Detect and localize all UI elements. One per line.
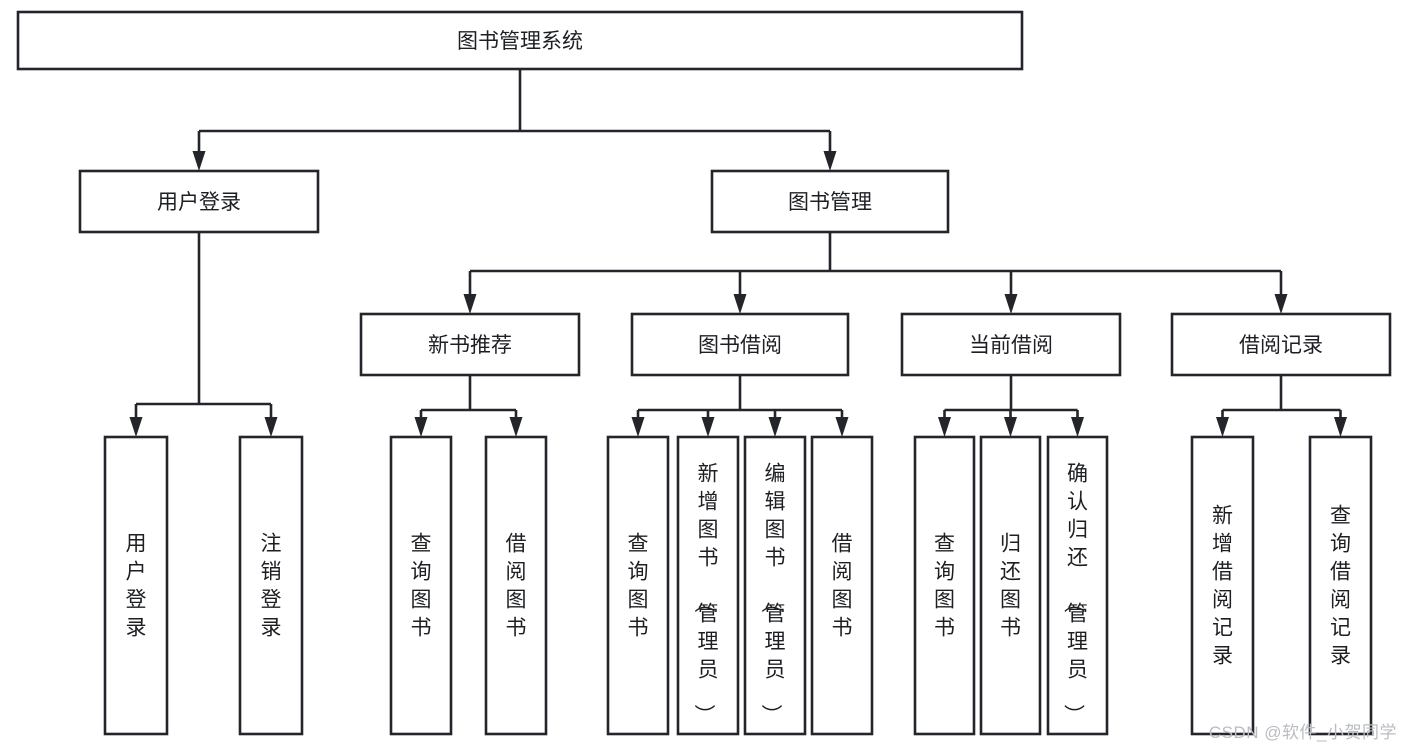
watermark-label: CSDN @软件_小贺同学	[1208, 723, 1397, 742]
node-leaf-query-book-3[interactable]: 查询图书	[913, 435, 976, 736]
node-leaf-query-book-2[interactable]: 查询图书	[606, 435, 670, 736]
node-leaf-add-book[interactable]: 新增图书（管理员）	[676, 435, 740, 736]
arrow-head-icon	[264, 417, 278, 437]
node-box[interactable]	[16, 10, 1024, 71]
node-leaf-confirm-return[interactable]: 确认归还（管理员）	[1046, 435, 1109, 736]
node-box[interactable]	[743, 435, 807, 736]
arrow-head-icon	[938, 417, 951, 437]
connector-group-root	[192, 69, 837, 171]
node-label: 查询图书	[934, 532, 955, 639]
node-leaf-user-login[interactable]: 用户登录	[103, 435, 169, 736]
node-box[interactable]	[1308, 435, 1373, 736]
connector-group-user-login	[129, 232, 278, 437]
arrow-head-icon	[192, 151, 206, 171]
node-leaf-borrow-book-2[interactable]: 借阅图书	[810, 435, 874, 736]
node-label: 查询借阅记录	[1330, 504, 1351, 667]
arrow-head-icon	[835, 417, 849, 437]
arrow-head-icon	[701, 417, 715, 437]
connector-group-book-manage	[463, 232, 1288, 314]
node-label: 借阅图书	[506, 532, 527, 639]
arrow-head-icon	[1334, 417, 1347, 437]
node-box[interactable]	[630, 312, 850, 377]
node-box[interactable]	[1170, 312, 1392, 377]
node-label: 用户登录	[126, 532, 147, 639]
node-label: 图书管理系统	[457, 30, 583, 53]
node-box[interactable]	[913, 435, 976, 736]
arrow-head-icon	[463, 294, 477, 314]
node-label: 用户登录	[157, 191, 241, 214]
node-label: 确认归还（管理员）	[1062, 462, 1088, 725]
arrow-head-icon	[1216, 417, 1229, 437]
node-new-book-rec[interactable]: 新书推荐	[359, 312, 581, 377]
node-label: 图书借阅	[698, 334, 782, 357]
node-label: 查询图书	[628, 532, 649, 639]
arrow-head-icon	[1004, 417, 1017, 437]
node-label: 新增借阅记录	[1212, 504, 1233, 667]
node-leaf-user-logout[interactable]: 注销登录	[238, 435, 304, 736]
connector-layer	[129, 69, 1347, 437]
node-current-borrow[interactable]: 当前借阅	[900, 312, 1122, 377]
arrow-head-icon	[414, 417, 428, 437]
arrow-head-icon	[733, 294, 747, 314]
node-layer: 图书管理系统用户登录图书管理新书推荐图书借阅当前借阅借阅记录用户登录注销登录查询…	[16, 10, 1392, 736]
node-user-login[interactable]: 用户登录	[78, 169, 320, 234]
node-label: 归还图书	[1000, 532, 1021, 639]
node-leaf-query-book-1[interactable]: 查询图书	[389, 435, 453, 736]
node-label: 新书推荐	[428, 334, 512, 357]
node-box[interactable]	[810, 435, 874, 736]
arrow-head-icon	[631, 417, 645, 437]
node-box[interactable]	[103, 435, 169, 736]
node-label: 当前借阅	[969, 334, 1053, 357]
node-leaf-add-record[interactable]: 新增借阅记录	[1190, 435, 1255, 736]
arrow-head-icon	[823, 151, 837, 171]
node-box[interactable]	[484, 435, 548, 736]
node-borrow-record[interactable]: 借阅记录	[1170, 312, 1392, 377]
arrow-head-icon	[1004, 294, 1018, 314]
arrow-head-icon	[129, 417, 143, 437]
node-label: 注销登录	[261, 532, 282, 639]
node-box[interactable]	[78, 169, 320, 234]
node-leaf-query-record[interactable]: 查询借阅记录	[1308, 435, 1373, 736]
node-leaf-return-book[interactable]: 归还图书	[979, 435, 1042, 736]
connector-group-new-book-rec	[414, 375, 523, 437]
arrow-head-icon	[1274, 294, 1288, 314]
node-box[interactable]	[676, 435, 740, 736]
node-leaf-borrow-book-1[interactable]: 借阅图书	[484, 435, 548, 736]
node-box[interactable]	[1046, 435, 1109, 736]
node-label: 借阅图书	[832, 532, 853, 639]
node-box[interactable]	[1190, 435, 1255, 736]
connector-group-borrow-record	[1216, 375, 1347, 437]
arrow-head-icon	[768, 417, 782, 437]
node-label: 编辑图书（管理员）	[760, 462, 786, 725]
node-label: 借阅记录	[1239, 334, 1323, 357]
node-label: 查询图书	[411, 532, 432, 639]
node-label: 图书管理	[788, 191, 872, 214]
node-box[interactable]	[389, 435, 453, 736]
node-root[interactable]: 图书管理系统	[16, 10, 1024, 71]
node-box[interactable]	[238, 435, 304, 736]
node-box[interactable]	[979, 435, 1042, 736]
node-box[interactable]	[359, 312, 581, 377]
node-book-borrow[interactable]: 图书借阅	[630, 312, 850, 377]
arrow-head-icon	[509, 417, 523, 437]
arrow-head-icon	[1071, 417, 1084, 437]
node-leaf-edit-book[interactable]: 编辑图书（管理员）	[743, 435, 807, 736]
node-box[interactable]	[900, 312, 1122, 377]
node-book-manage[interactable]: 图书管理	[710, 169, 950, 234]
node-label: 新增图书（管理员）	[693, 462, 719, 725]
connector-group-book-borrow	[631, 375, 849, 437]
node-box[interactable]	[710, 169, 950, 234]
connector-group-current-borrow	[938, 375, 1084, 437]
node-box[interactable]	[606, 435, 670, 736]
